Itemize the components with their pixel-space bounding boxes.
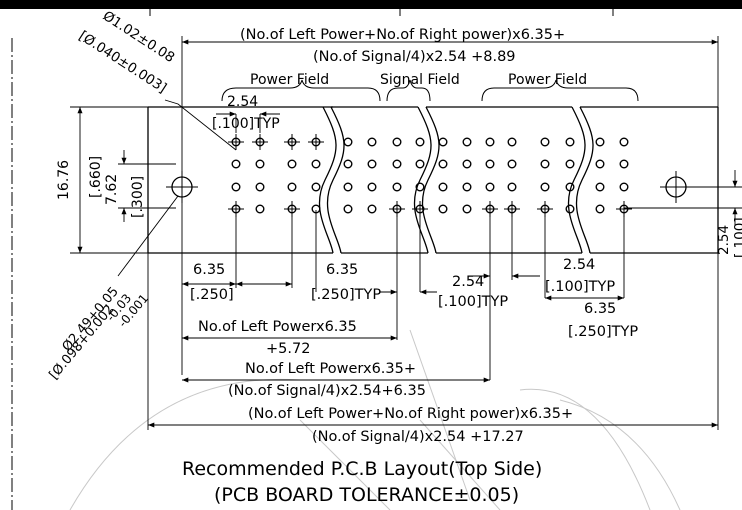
row-spacing-mm: 7.62 (104, 174, 120, 205)
dim-254-d: 2.54 (563, 257, 595, 273)
pin-hole (311, 182, 321, 192)
overall-top-line1: (No.of Left Power+No.of Right power)x6.3… (240, 27, 565, 43)
pin-hole (462, 204, 472, 214)
signal-field-label: Signal Field (380, 72, 460, 88)
pin-hole (438, 137, 448, 147)
left-signal-formula-2: (No.of Signal/4)x2.54+6.35 (228, 383, 426, 399)
peg-diameter-in: [Ø.098+0.002 (47, 302, 118, 382)
dim-100-d: [.100]TYP (545, 279, 615, 295)
mounting-peg-left (166, 171, 198, 203)
right-offset-mm: 2.54 (716, 225, 732, 255)
leader-lines (117, 99, 237, 277)
mounting-peg-right (660, 171, 692, 203)
pin-hole (255, 204, 265, 214)
dim-635-b: 6.35 (326, 262, 358, 278)
pin-hole (392, 137, 402, 147)
dimension-lines (77, 39, 738, 428)
pin-hole (255, 182, 265, 192)
pin-hole (507, 159, 517, 169)
dim-250-a: [.250] (190, 287, 234, 303)
height-mm: 16.76 (56, 160, 72, 200)
pin-hole (485, 182, 495, 192)
caption-tolerance: (PCB BOARD TOLERANCE±0.05) (214, 484, 519, 506)
left-power-formula: No.of Left Powerx6.35 (198, 319, 357, 335)
pin-hole (367, 137, 377, 147)
pin-hole (619, 137, 629, 147)
pin-hole (415, 137, 425, 147)
connector-outline (147, 106, 719, 254)
power-field-right-label: Power Field (508, 72, 587, 88)
pin-hole (392, 182, 402, 192)
pitch-254-label: 2.54 (227, 94, 258, 110)
dim-250-e: [.250]TYP (568, 324, 638, 340)
dim-254-c: 2.54 (452, 274, 484, 290)
pin-hole (287, 182, 297, 192)
pin-hole (595, 137, 605, 147)
pin-hole (287, 159, 297, 169)
pin-hole (367, 159, 377, 169)
pin-hole (565, 182, 575, 192)
pin-hole (565, 204, 575, 214)
overall-bottom-line1: (No.of Left Power+No.of Right power)x6.3… (248, 406, 573, 422)
field-braces (221, 79, 639, 102)
extension-lines (70, 36, 742, 430)
title-block-edge (0, 0, 742, 16)
pin-crosshair (252, 134, 268, 150)
pin-hole (540, 137, 550, 147)
pin-hole (343, 137, 353, 147)
pin-hole (438, 159, 448, 169)
pin-crosshair (308, 134, 324, 150)
dim-100-c: [.100]TYP (438, 294, 508, 310)
left-power-offset: +5.72 (266, 341, 310, 357)
pin-hole (415, 159, 425, 169)
pin-hole (462, 182, 472, 192)
pin-hole (231, 159, 241, 169)
pin-hole (619, 159, 629, 169)
pin-hole (507, 182, 517, 192)
pin-hole (595, 204, 605, 214)
pin-hole (595, 182, 605, 192)
pin-hole (565, 137, 575, 147)
pin-crosshair (228, 134, 244, 150)
overall-bottom-line2: (No.of Signal/4)x2.54 +17.27 (312, 429, 524, 445)
pin-hole (343, 159, 353, 169)
pin-hole (485, 137, 495, 147)
left-signal-formula-1: No.of Left Powerx6.35+ (245, 361, 416, 377)
pitch-100-typ-label: [.100]TYP (212, 116, 280, 132)
height-in: [.660] (88, 156, 104, 198)
pin-hole (540, 182, 550, 192)
pin-crosshair (284, 134, 300, 150)
pin-hole (415, 182, 425, 192)
pin-hole (367, 182, 377, 192)
pin-hole (311, 159, 321, 169)
caption-title: Recommended P.C.B Layout(Top Side) (182, 458, 542, 480)
pin-hole (392, 159, 402, 169)
pin-hole (565, 159, 575, 169)
pin-hole (462, 137, 472, 147)
pin-hole (438, 204, 448, 214)
row-spacing-in: [.300] (130, 176, 146, 218)
power-field-left-label: Power Field (250, 72, 329, 88)
right-offset-in: [.100] (732, 217, 742, 258)
pin-hole (462, 159, 472, 169)
pin-hole (367, 204, 377, 214)
pin-hole (343, 204, 353, 214)
pin-hole (507, 137, 517, 147)
pin-hole (485, 159, 495, 169)
dim-635-e: 6.35 (584, 301, 616, 317)
pin-hole (595, 159, 605, 169)
dim-250-b: [.250]TYP (311, 287, 381, 303)
pin-hole (540, 159, 550, 169)
dim-635-a: 6.35 (193, 262, 225, 278)
pin-hole (619, 182, 629, 192)
pin-hole (343, 182, 353, 192)
overall-top-line2: (No.of Signal/4)x2.54 +8.89 (313, 49, 516, 65)
pin-hole (231, 182, 241, 192)
pin-hole (438, 182, 448, 192)
pin-hole (255, 159, 265, 169)
